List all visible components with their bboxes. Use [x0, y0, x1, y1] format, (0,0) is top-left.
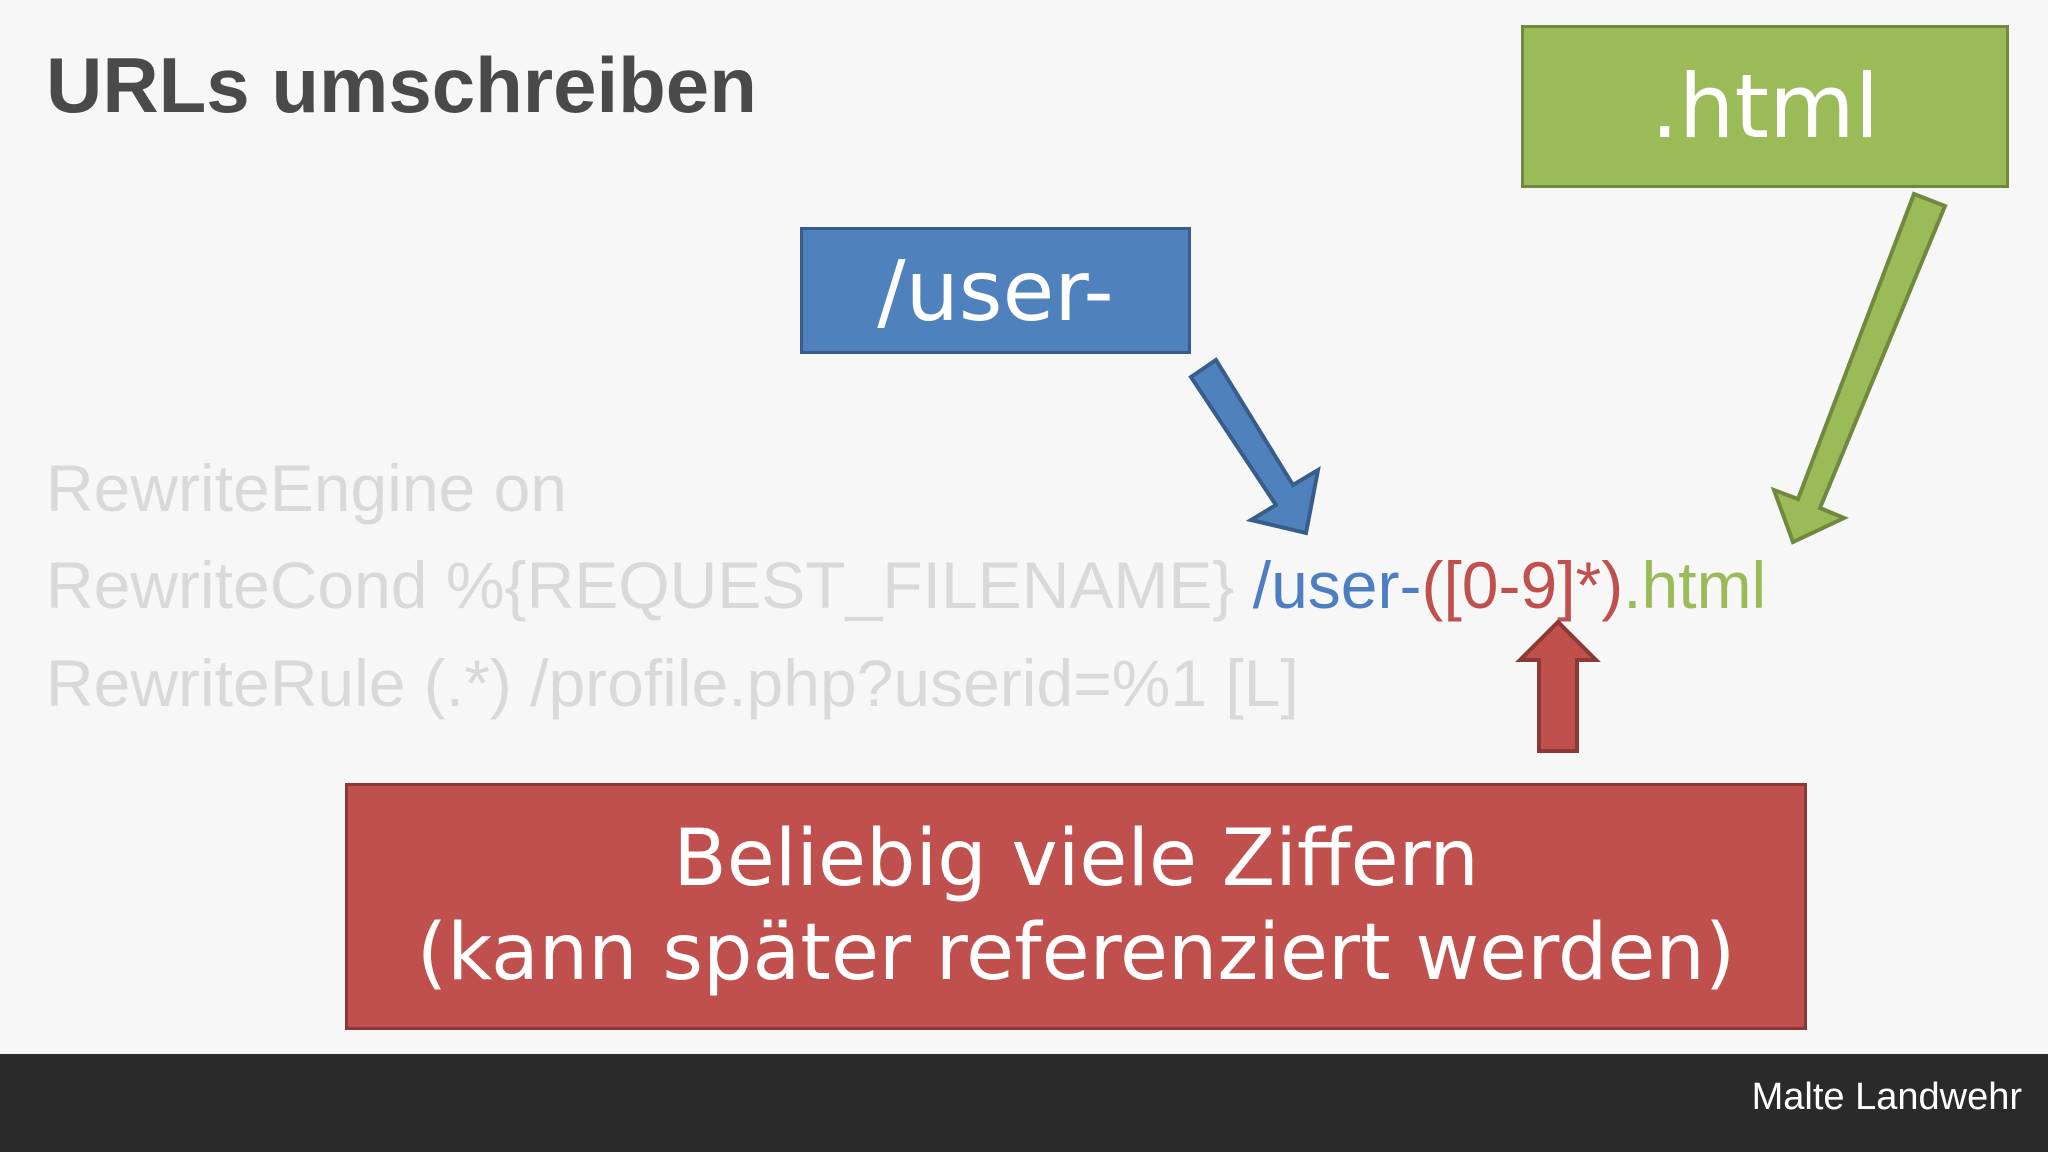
- code-digits-group: ([0-9]*): [1421, 548, 1624, 622]
- author-name: Malte Landwehr: [1751, 1076, 2022, 1118]
- code-line-rewrite-engine: RewriteEngine on: [46, 451, 567, 525]
- slide-title: URLs umschreiben: [46, 41, 757, 129]
- footer-bar: Malte Landwehr: [0, 1054, 2048, 1152]
- code-line-rewrite-cond: RewriteCond %{REQUEST_FILENAME} /user-([…: [46, 552, 1766, 618]
- code-rewrite-cond-prefix: RewriteCond %{REQUEST_FILENAME}: [46, 548, 1253, 622]
- blue-arrow-icon: [1188, 357, 1321, 536]
- callout-html-box: .html: [1521, 25, 2009, 188]
- callout-digits-line2: (kann später referenziert werden): [416, 907, 1736, 998]
- callout-digits-line1: Beliebig viele Ziffern: [673, 813, 1479, 904]
- code-line-rewrite-rule: RewriteRule (.*) /profile.php?userid=%1 …: [46, 646, 1299, 720]
- green-arrow-icon: [1770, 191, 1948, 545]
- callout-digits-box: Beliebig viele Ziffern (kann später refe…: [345, 783, 1807, 1030]
- callout-user-box: /user-: [800, 227, 1191, 354]
- red-arrow-icon: [1515, 619, 1601, 753]
- code-html-extension: .html: [1623, 548, 1767, 622]
- code-user-segment: /user-: [1252, 548, 1422, 622]
